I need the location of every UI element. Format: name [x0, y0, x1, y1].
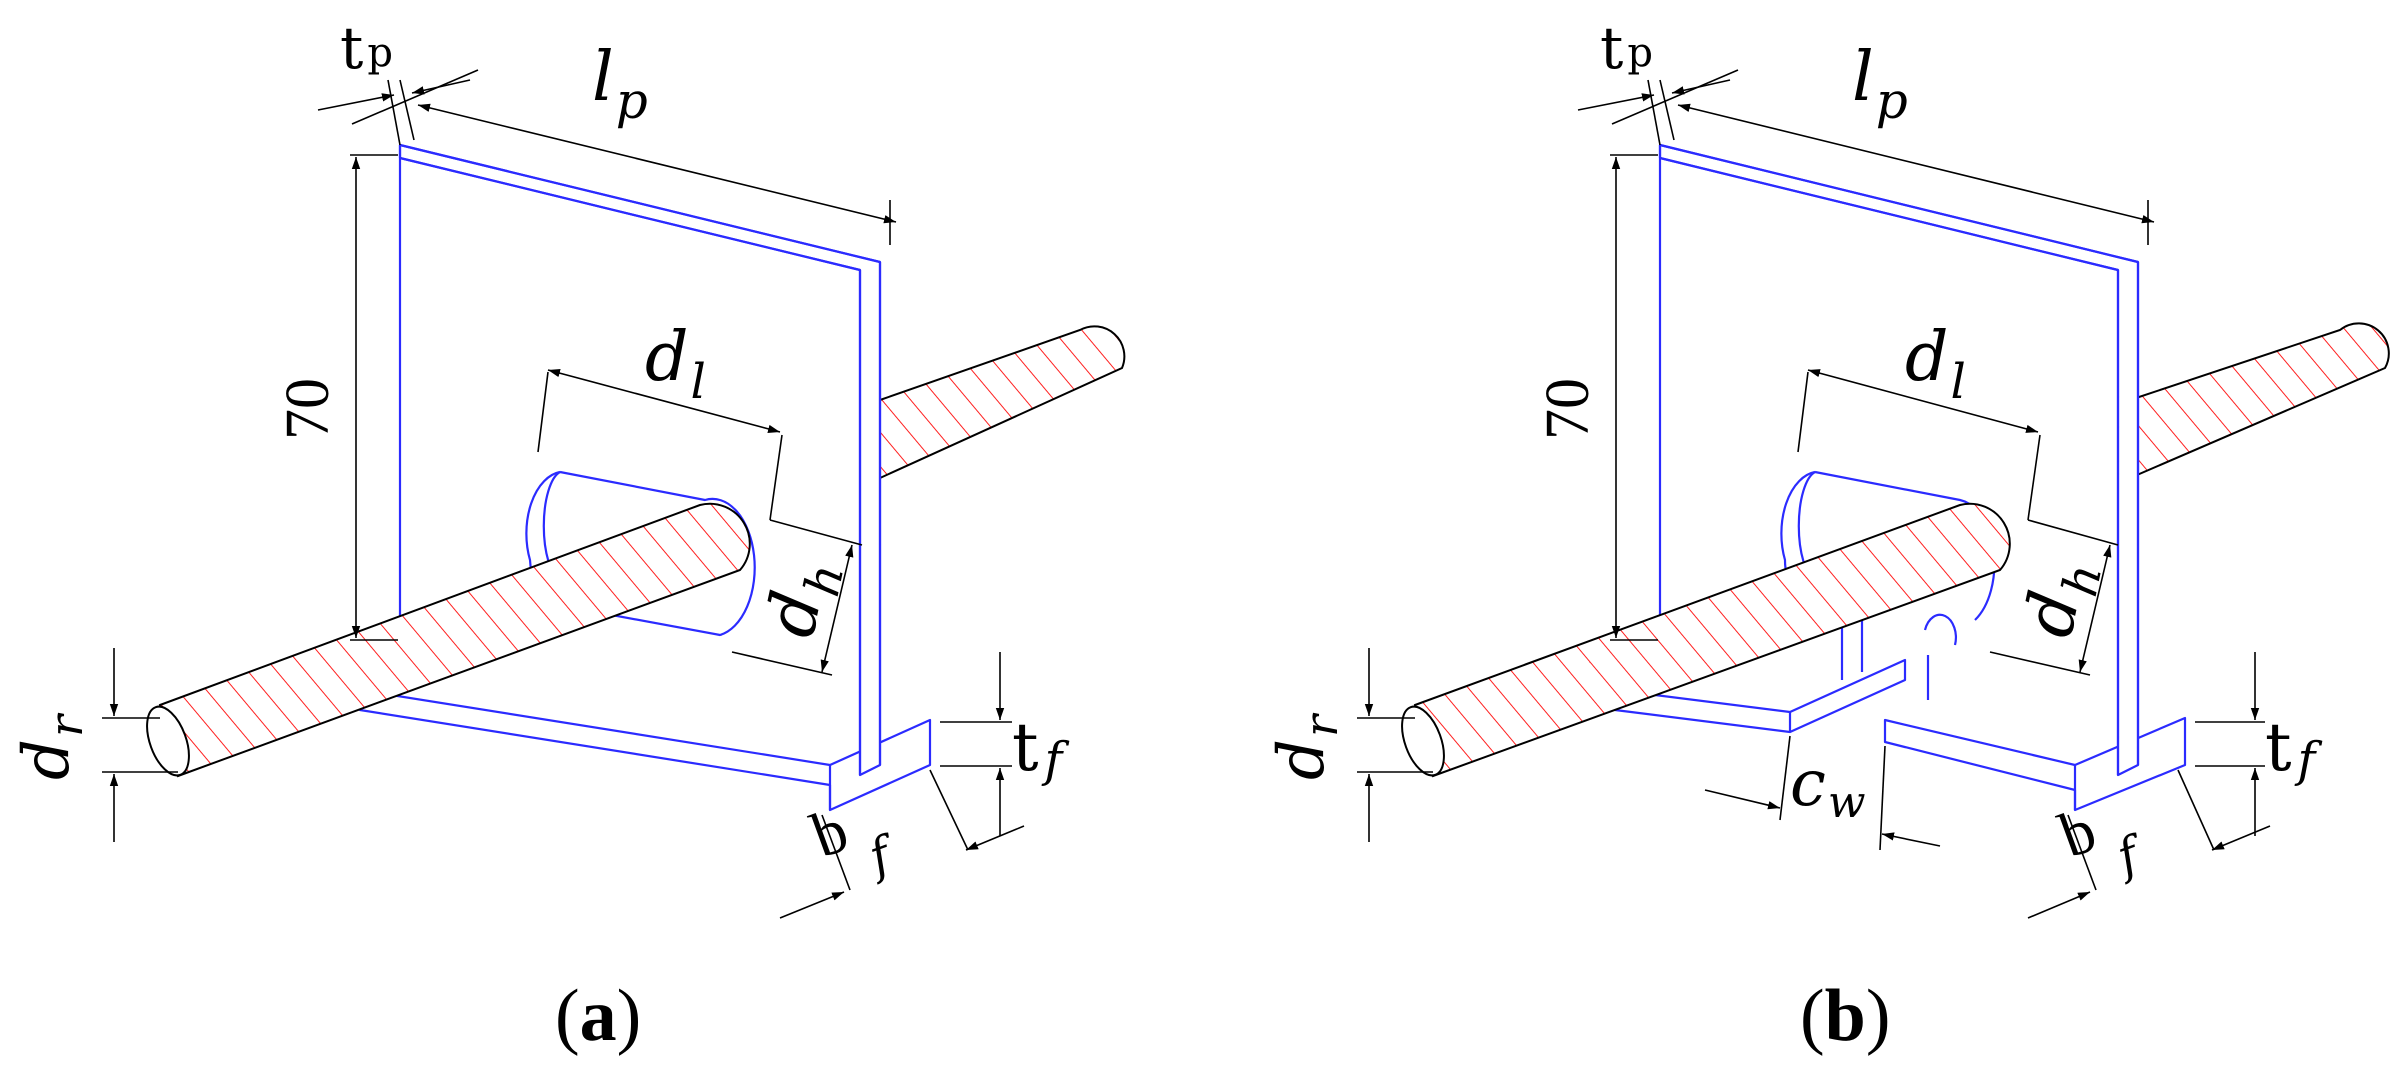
rod-back-b — [2129, 322, 2390, 480]
label-dr-b: dr — [1265, 712, 1348, 780]
label-dh-a: dh — [751, 552, 855, 645]
caption-b: (b) — [1800, 975, 1890, 1057]
flange-a — [358, 666, 932, 812]
label-lp-a: lp — [592, 38, 648, 130]
rod-front-b — [1401, 502, 2011, 778]
label-dh-b: dh — [2009, 552, 2113, 645]
hole-a — [559, 470, 756, 637]
flange-b — [1613, 605, 2187, 812]
label-height-b: 70 — [1534, 378, 1602, 440]
label-height-a: 70 — [274, 378, 342, 440]
caption-a: (a) — [555, 975, 641, 1057]
panel-b: tp lp 70 dl dh dr tf bf cw (b) — [1265, 14, 2390, 1057]
label-dr-a: dr — [10, 712, 93, 780]
label-dl-a: dl — [645, 318, 706, 410]
rod-front-a — [146, 502, 751, 778]
dimensions-b — [1357, 69, 2271, 919]
label-lp-b: lp — [1852, 38, 1908, 130]
label-dl-b: dl — [1905, 318, 1966, 410]
web-plate-a — [398, 143, 882, 777]
dimensions-a — [102, 69, 1025, 919]
label-cw-b: cw — [1790, 747, 1866, 828]
rod-back-a — [879, 325, 1126, 480]
